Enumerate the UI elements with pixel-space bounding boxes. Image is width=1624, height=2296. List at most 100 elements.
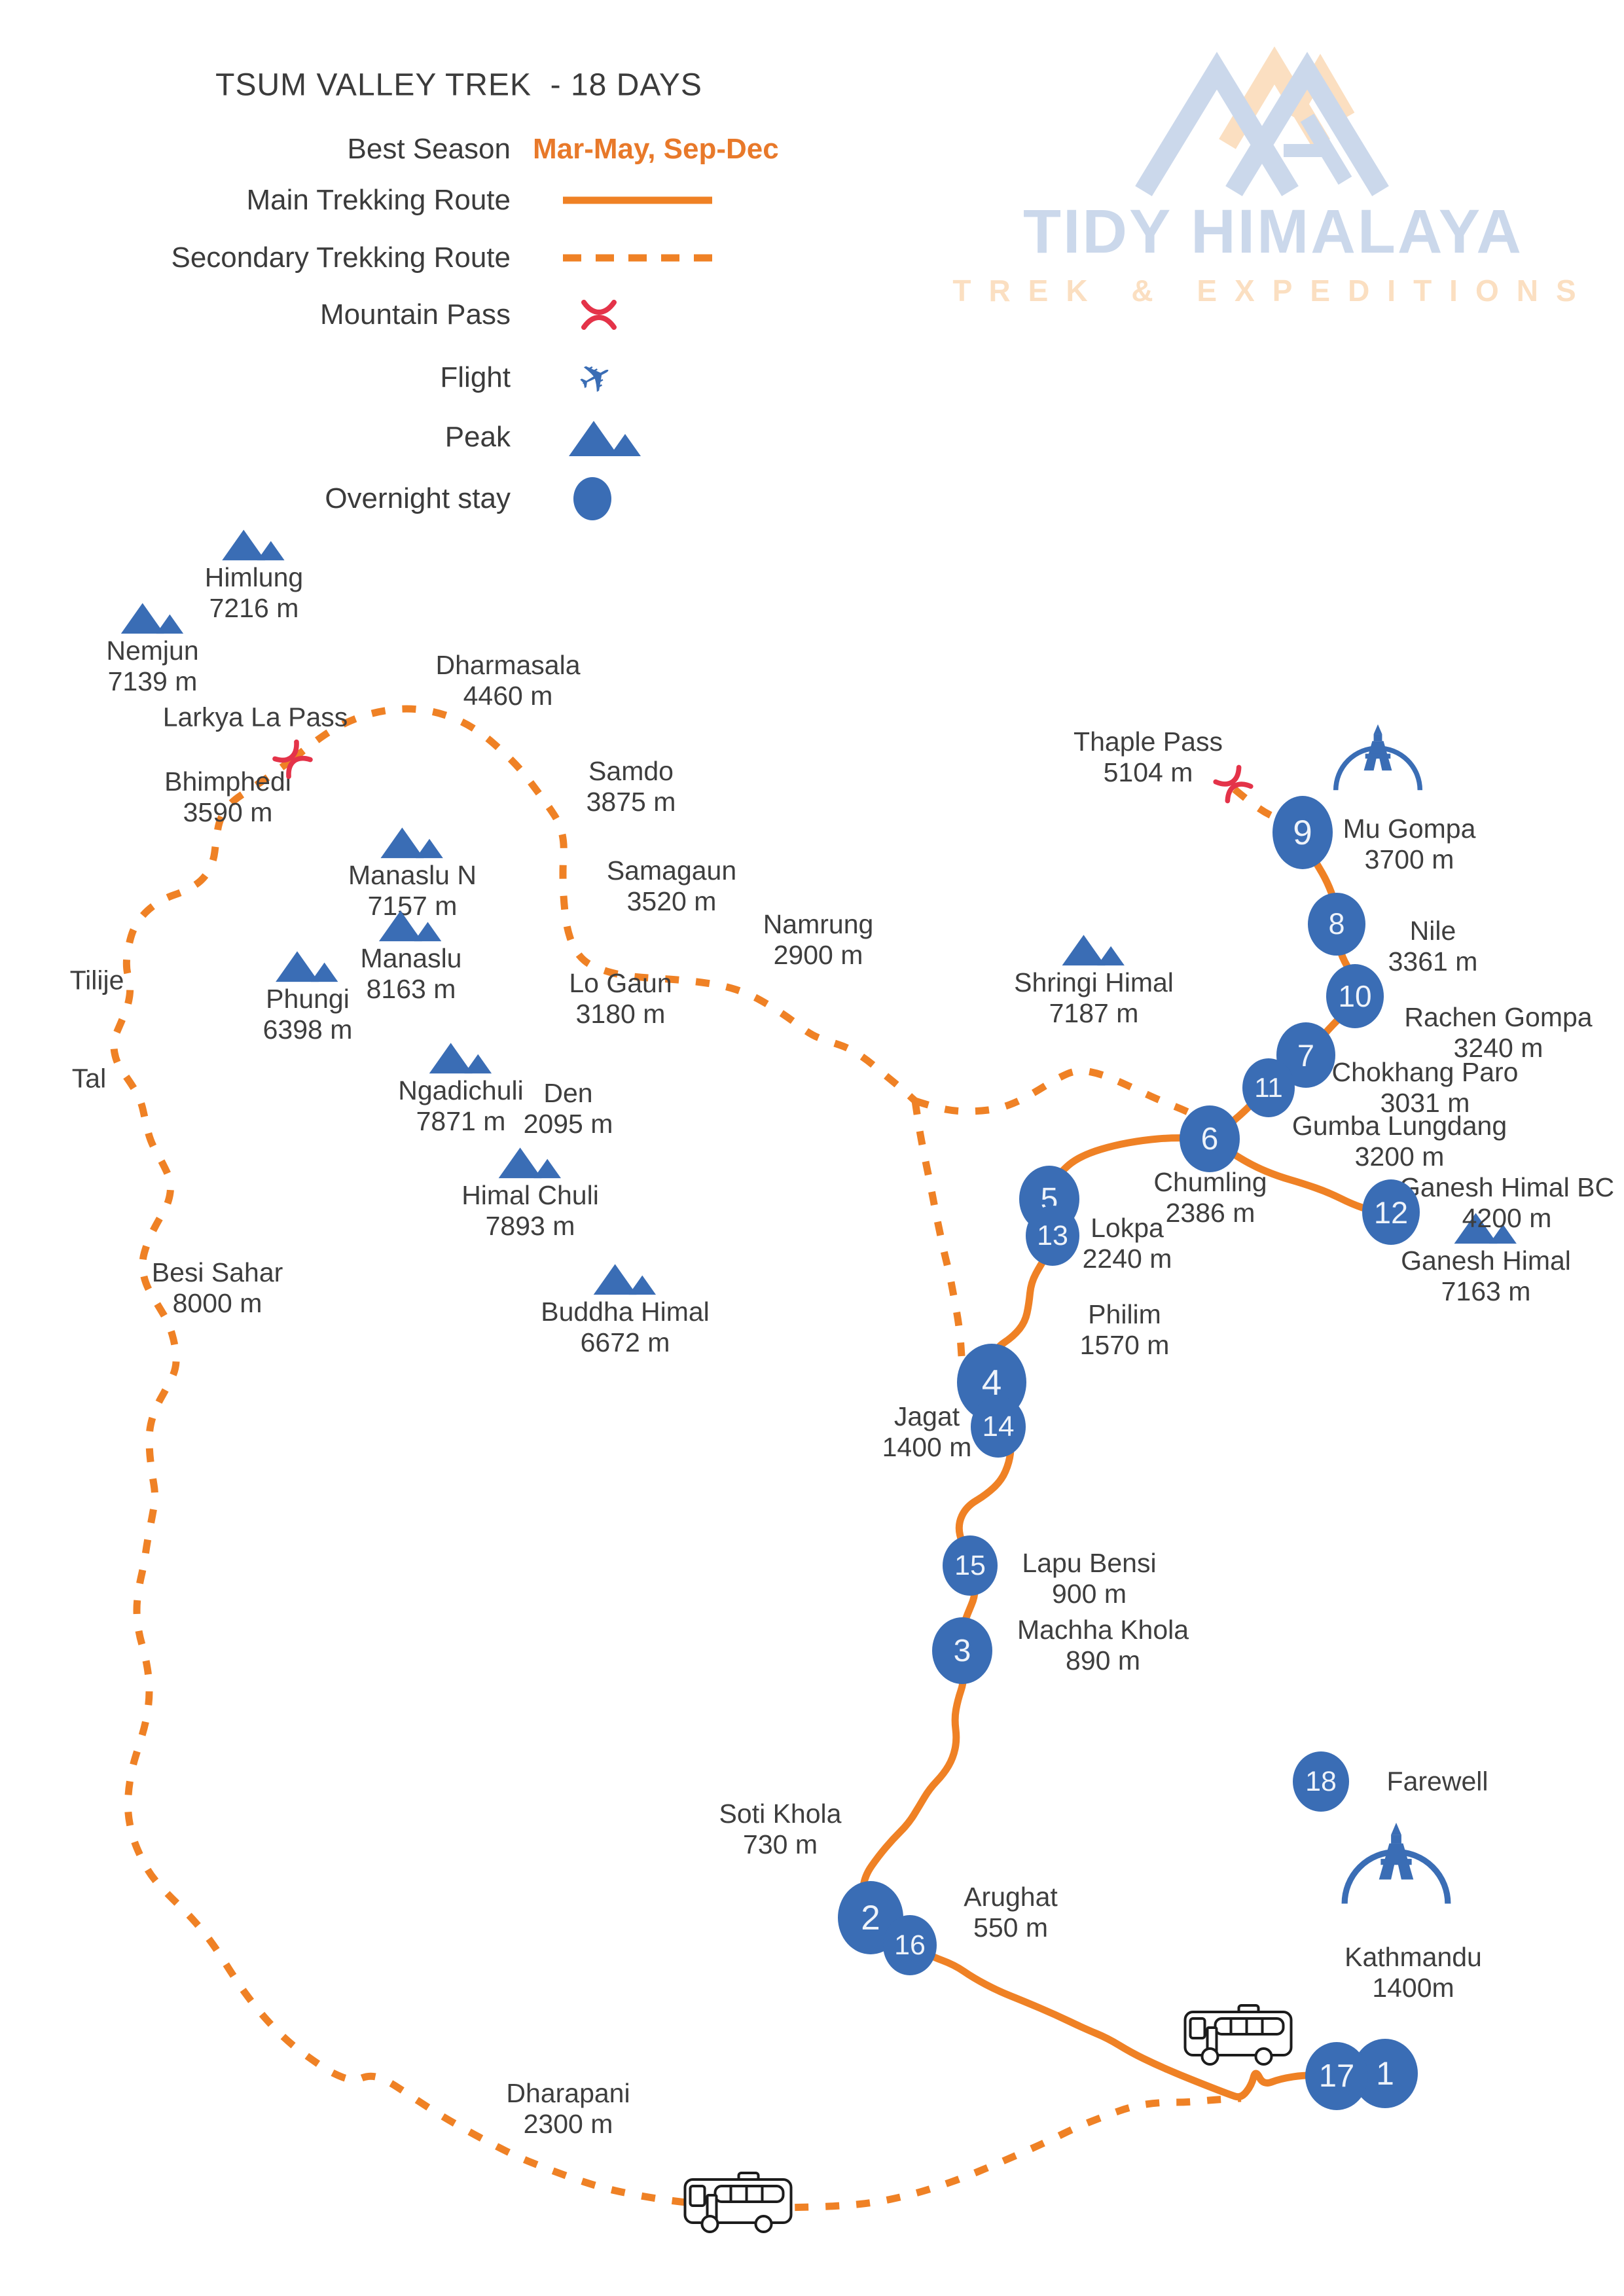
map-label: Lo Gaun 3180 m [569,968,672,1030]
place-elevation: 730 m [743,1829,818,1859]
map-label: Bhimphedi 3590 m [164,766,291,828]
overnight-stop-circle: 3 [932,1617,992,1684]
stop-number: 18 [1305,1765,1337,1797]
map-label: Ganesh Himal BC 4200 m [1399,1172,1614,1234]
place-elevation: 3875 m [586,787,676,817]
place-elevation: 5104 m [1103,757,1193,787]
peak-elevation: 7871 m [416,1106,506,1136]
peak-icon [379,910,442,942]
map-label: Chokhang Paro 3031 m [1332,1057,1519,1119]
map-label: Den 2095 m [524,1078,613,1139]
mountain-pass-icon [573,289,625,341]
page-title: TSUM VALLEY TREK - 18 DAYS [215,67,702,103]
peak-name: Nemjun [106,636,199,666]
map-label: Machha Khola 890 m [1017,1615,1189,1676]
place-name: Den [543,1078,593,1108]
peak-icon [380,827,443,859]
stop-number: 13 [1037,1219,1068,1251]
bus-icon [681,2170,796,2236]
peak-elevation: 8163 m [366,974,456,1004]
place-name: Tilije [69,965,124,996]
place-name: Namrung [763,909,874,939]
stupa-icon [1336,1819,1456,1909]
peak-name: Manaslu N [348,860,477,890]
peak-icon [222,529,285,561]
peak-elevation: 7139 m [107,666,198,696]
place-name: Tal [71,1063,107,1094]
place-name: Arughat [964,1882,1058,1912]
place-name: Farewell [1386,1766,1489,1797]
peak-icon [1062,935,1125,966]
peak-icon [120,603,183,634]
legend-mountain-pass-label: Mountain Pass [319,298,511,331]
peak-name: Himlung [204,562,304,592]
mountain-pass-icon [258,725,328,795]
place-name: Rachen Gompa [1404,1002,1593,1032]
stop-number: 11 [1254,1072,1283,1103]
place-elevation: 2900 m [773,940,863,970]
stupa-icon [1329,721,1427,795]
map-label: Farewell [1387,1767,1489,1797]
bus-icon [1182,2003,1296,2068]
overnight-stop-circle: 17 [1305,2042,1368,2110]
stop-number: 3 [953,1633,971,1668]
peak-icon [569,421,641,456]
map-label: Mu Gompa 3700 m [1343,814,1476,875]
main-route-line-icon [563,196,712,204]
stop-number: 10 [1338,979,1372,1013]
map-label: Besi Sahar 8000 m [152,1257,283,1319]
place-name: Mu Gompa [1343,814,1476,844]
secondary-route-dashes-icon [563,254,715,262]
place-elevation: 890 m [1066,1645,1140,1676]
place-name: Besi Sahar [151,1257,283,1287]
stop-number: 4 [981,1362,1002,1403]
overnight-stop-circle: 6 [1180,1105,1240,1172]
place-elevation: 550 m [973,1912,1048,1943]
place-elevation: 3240 m [1453,1033,1543,1063]
map-label: Philim 1570 m [1080,1299,1170,1361]
map-label: Tal [72,1064,106,1094]
stop-number: 8 [1328,907,1345,941]
map-label: Tilije [70,965,124,996]
overnight-stop-circle: 15 [943,1535,998,1596]
peak-icon [429,1043,492,1074]
mountain-pass-icon [1199,750,1268,819]
overnight-stop-circle: 7 [1276,1022,1335,1088]
peak-icon [498,1147,561,1179]
peak-icon [593,1264,656,1295]
logo-mountains-icon [1135,46,1389,196]
stop-number: 6 [1200,1121,1219,1157]
peak-elevation: 6672 m [580,1327,670,1357]
legend-main-route-label: Main Trekking Route [246,184,511,216]
peak: Ganesh Himal 7163 m [1401,1209,1571,1307]
peak-elevation: 7157 m [367,891,458,921]
place-name: Dharmasala [435,650,581,680]
legend-flight-label: Flight [440,361,511,393]
place-name: Soti Khola [719,1799,842,1829]
peak-name: Ngadichuli [398,1075,524,1105]
place-name: Dharapani [506,2078,630,2108]
map-label: Kathmandu 1400m [1344,1942,1482,2003]
peak: Shringi Himal 7187 m [1014,931,1174,1029]
place-name: Kathmandu [1344,1942,1482,1972]
overnight-stop-circle: 13 [1026,1206,1079,1266]
place-name: Lokpa [1091,1213,1164,1243]
legend-best-season-value: Mar-May, Sep-Dec [533,133,779,165]
peak-name: Himal Chuli [461,1180,599,1210]
stop-number: 1 [1376,2055,1394,2092]
legend-secondary-route-label: Secondary Trekking Route [171,242,511,274]
peak-icon [276,951,338,982]
peak-name: Ganesh Himal [1401,1246,1571,1276]
map-label: Jagat 1400 m [882,1401,972,1463]
place-elevation: 3361 m [1388,946,1478,977]
place-name: Samdo [588,756,674,786]
peak: Manaslu N 7157 m [348,823,477,922]
overnight-stop-circle: 18 [1293,1751,1349,1812]
map-label: Samagaun 3520 m [607,855,736,917]
peak: Himal Chuli 7893 m [461,1143,599,1242]
legend-overnight-label: Overnight stay [325,482,511,514]
place-elevation: 1570 m [1079,1330,1170,1360]
map-label: Namrung 2900 m [763,909,874,971]
overnight-stop-circle: 14 [971,1396,1026,1458]
